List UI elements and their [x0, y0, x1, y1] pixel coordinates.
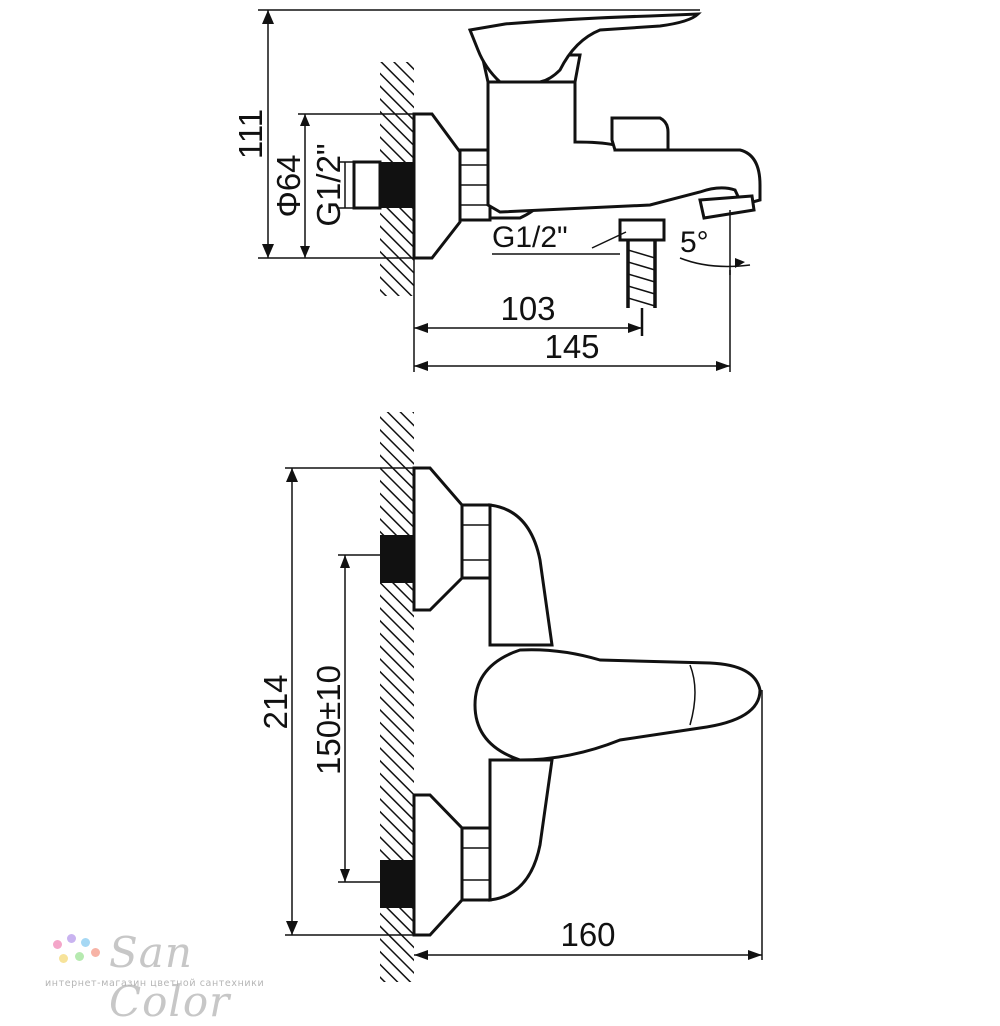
logo-dot: [59, 954, 68, 963]
mixer-body-top: [488, 503, 554, 647]
aerator: [698, 194, 756, 220]
dim-center-distance: 150±10: [310, 665, 347, 775]
logo-dot: [91, 948, 100, 957]
logo-dot: [67, 934, 76, 943]
dim-height-front: 214: [257, 674, 294, 729]
side-view: 111 Φ64 G1/2" G1/2" 5° 103 145: [232, 9, 762, 372]
dim-diameter: Φ64: [270, 154, 307, 217]
technical-drawing: 111 Φ64 G1/2" G1/2" 5° 103 145: [232, 9, 763, 982]
logo-name: San Color: [109, 928, 231, 1026]
dim-handle-reach: 160: [560, 916, 615, 953]
brand-logo: San Color интернет-магазин цветной санте…: [45, 928, 305, 1026]
dim-depth-total: 145: [544, 328, 599, 365]
dim-depth-body: 103: [500, 290, 555, 327]
logo-dot: [53, 940, 62, 949]
dim-thread-left: G1/2": [310, 143, 347, 226]
logo-dot: [81, 938, 90, 947]
dim-angle: 5°: [680, 226, 709, 259]
escutcheon-flange: [412, 112, 462, 260]
dim-thread-bottom: G1/2": [492, 221, 568, 254]
shower-outlet: [618, 218, 666, 242]
diverter-knob: [610, 116, 670, 152]
handle-lever: [467, 12, 702, 84]
mixer-body: [486, 78, 762, 214]
handle-top: [473, 648, 762, 762]
logo-tagline: интернет-магазин цветной сантехники: [45, 978, 265, 989]
dim-height-top: 111: [232, 109, 269, 159]
top-view: 214 150±10 160: [257, 412, 763, 982]
logo-dot: [75, 952, 84, 961]
inlet-stub: [380, 162, 414, 208]
